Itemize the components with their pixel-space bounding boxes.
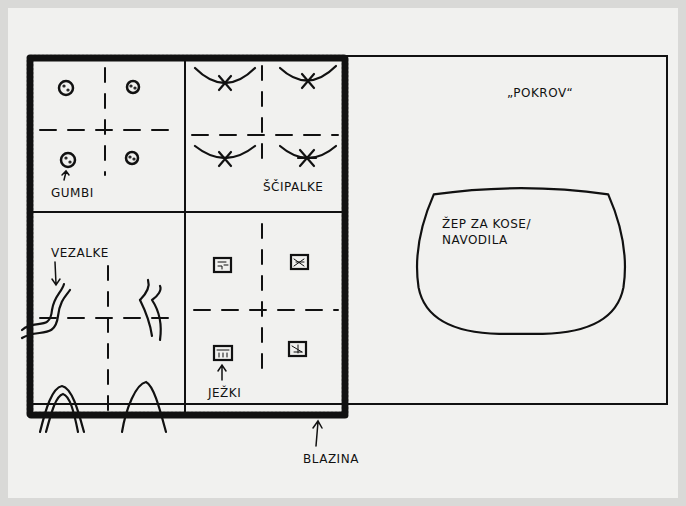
laces-panel: VEZALKE bbox=[33, 213, 186, 418]
cushion-square: BLAZINAGUMBIŠČIPALKEVEZALKEJEŽKI bbox=[32, 60, 347, 417]
node-label: JEŽKI bbox=[208, 385, 241, 401]
buttons-panel: GUMBI bbox=[33, 61, 186, 213]
pocket-outline bbox=[412, 182, 630, 337]
velcro-panel: JEŽKI bbox=[186, 213, 348, 418]
node-label: GUMBI bbox=[51, 185, 94, 201]
node-label: ŠČIPALKE bbox=[263, 179, 323, 195]
node-label: BLAZINA bbox=[303, 451, 359, 467]
cover-rectangle: „POKROV“BLAZINAGUMBIŠČIPALKEVEZALKEJEŽKI… bbox=[30, 55, 668, 405]
node-label: ŽEP ZA KOSE/ NAVODILA bbox=[442, 216, 564, 248]
clothespins-panel: ŠČIPALKE bbox=[186, 61, 348, 213]
node-label: „POKROV“ bbox=[507, 85, 573, 101]
pocket-shape: ŽEP ZA KOSE/ NAVODILA bbox=[412, 182, 630, 337]
node-label: VEZALKE bbox=[51, 245, 109, 261]
